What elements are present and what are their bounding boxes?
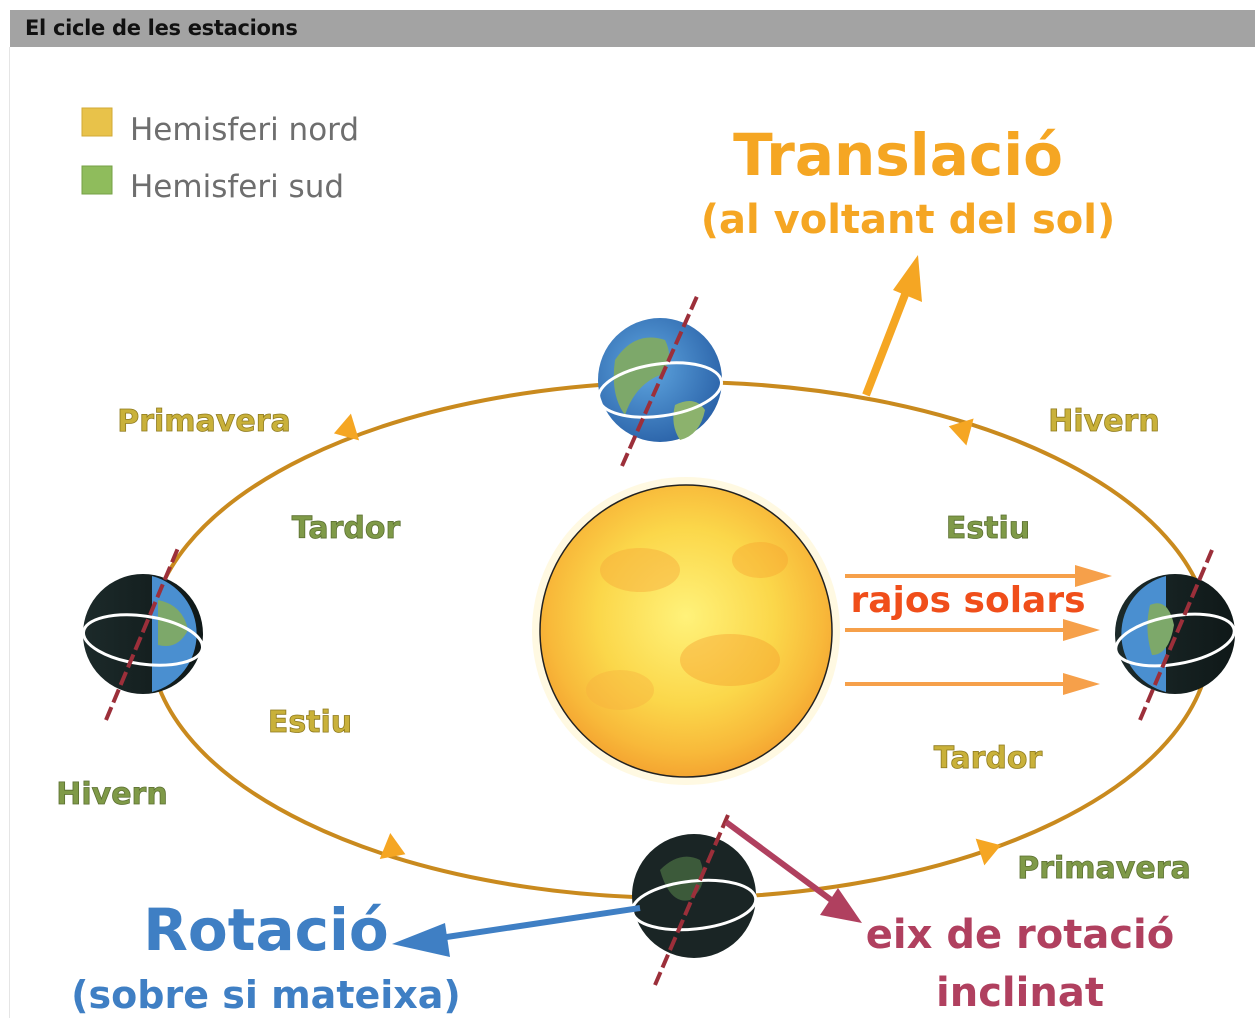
season-estiu-right: Estiu [946,511,1030,546]
orbit-arrow-bottom-right [975,838,1001,866]
orbit-arrow-top-left [333,413,360,441]
earth-top [596,293,724,467]
legend: Hemisferi nord Hemisferi sud [81,107,359,205]
translation-arrow [862,290,910,397]
legend-swatch-north [81,107,113,137]
legend-label-north: Hemisferi nord [130,112,359,148]
season-estiu-left: Estiu [268,705,352,740]
translation-title: Translació [733,121,1063,189]
ray-2-head [1063,619,1100,641]
axis-arrow-head [820,888,862,923]
rotation-subtitle: (sobre si mateixa) [71,973,461,1017]
season-primavera-left: Primavera [117,404,291,439]
legend-swatch-south [81,165,113,195]
season-hivern-right: Hivern [1048,404,1159,439]
earth-bottom [630,814,758,986]
earth-left [81,547,205,721]
orbit-arrow-bottom-left [379,833,406,859]
sun [532,477,840,785]
rotation-arrow-head [392,923,450,957]
translation-subtitle: (al voltant del sol) [701,197,1116,243]
season-tardor-right: Tardor [934,741,1043,776]
rotation-title: Rotació [143,896,388,964]
translation-arrow-head [893,255,922,302]
rays-label: rajos solars [850,580,1085,621]
earth-right [1114,549,1236,721]
season-hivern-left: Hivern [56,777,167,812]
ray-1-head [1075,565,1112,587]
axis-label-line2: inclinat [936,970,1104,1016]
rotation-arrow [439,905,641,941]
page-title: El cicle de les estacions [25,16,298,40]
orbit-arrow-top-right [948,418,974,446]
axis-arrow [724,819,840,908]
season-tardor-left: Tardor [292,511,401,546]
solar-rays [845,565,1112,695]
header-bar: El cicle de les estacions [10,10,1255,47]
axis-label-line1: eix de rotació [866,912,1174,958]
ray-3-head [1063,673,1100,695]
season-primavera-right: Primavera [1017,851,1191,886]
left-border [9,47,10,1018]
legend-label-south: Hemisferi sud [130,169,344,205]
